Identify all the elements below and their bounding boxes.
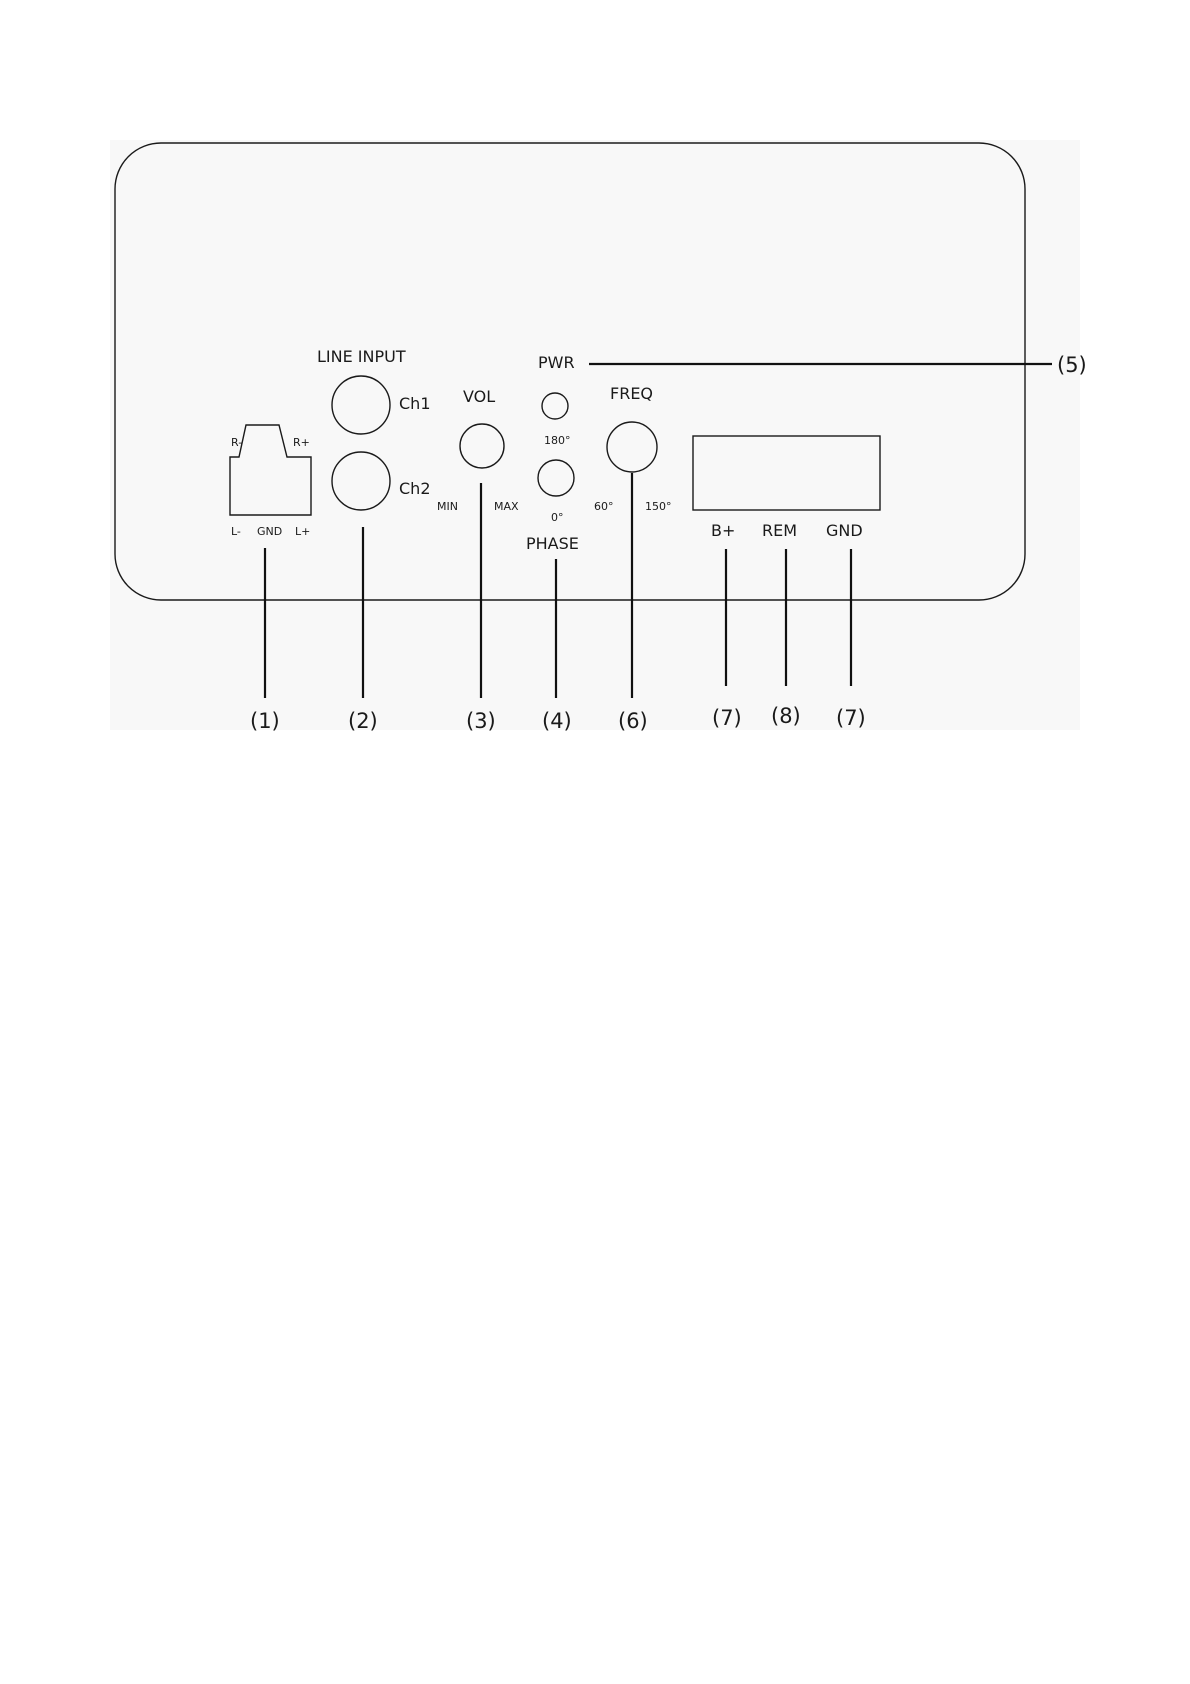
label-line-input: LINE INPUT bbox=[317, 347, 406, 366]
callout-1: (1) bbox=[250, 709, 280, 733]
panel-outline bbox=[114, 142, 1026, 601]
label-ch2: Ch2 bbox=[399, 479, 431, 498]
label-r-plus: R+ bbox=[293, 436, 310, 449]
label-r-minus: R- bbox=[231, 436, 242, 449]
callout-7a: (7) bbox=[712, 706, 742, 730]
callout-6: (6) bbox=[618, 709, 648, 733]
label-gnd-speaker: GND bbox=[257, 525, 282, 538]
speaker-terminal-connector bbox=[229, 424, 312, 516]
power-terminal-block bbox=[692, 435, 881, 511]
freq-knob bbox=[606, 421, 658, 473]
label-vol-max: MAX bbox=[494, 500, 519, 513]
vol-knob bbox=[459, 423, 505, 469]
label-freq-150: 150° bbox=[645, 500, 672, 513]
label-rem: REM bbox=[762, 521, 797, 540]
diagram-background bbox=[110, 140, 1080, 730]
label-phase-0: 0° bbox=[551, 511, 564, 524]
label-phase: PHASE bbox=[526, 534, 579, 553]
callout-2: (2) bbox=[348, 709, 378, 733]
callout-7b: (7) bbox=[836, 706, 866, 730]
label-l-plus: L+ bbox=[295, 525, 310, 538]
ch1-jack bbox=[331, 375, 391, 435]
label-ch1: Ch1 bbox=[399, 394, 431, 413]
label-vol: VOL bbox=[463, 387, 495, 406]
label-pwr: PWR bbox=[538, 353, 575, 372]
label-phase-180: 180° bbox=[544, 434, 571, 447]
callout-8: (8) bbox=[771, 704, 801, 728]
label-freq-60: 60° bbox=[594, 500, 614, 513]
callout-4: (4) bbox=[542, 709, 572, 733]
pwr-indicator bbox=[541, 392, 569, 420]
label-b-plus: B+ bbox=[711, 521, 735, 540]
label-gnd-power: GND bbox=[826, 521, 863, 540]
phase-switch bbox=[537, 459, 575, 497]
callout-3: (3) bbox=[466, 709, 496, 733]
ch2-jack bbox=[331, 451, 391, 511]
callout-5: (5) bbox=[1057, 353, 1087, 377]
label-l-minus: L- bbox=[231, 525, 241, 538]
label-vol-min: MIN bbox=[437, 500, 458, 513]
label-freq: FREQ bbox=[610, 384, 653, 403]
